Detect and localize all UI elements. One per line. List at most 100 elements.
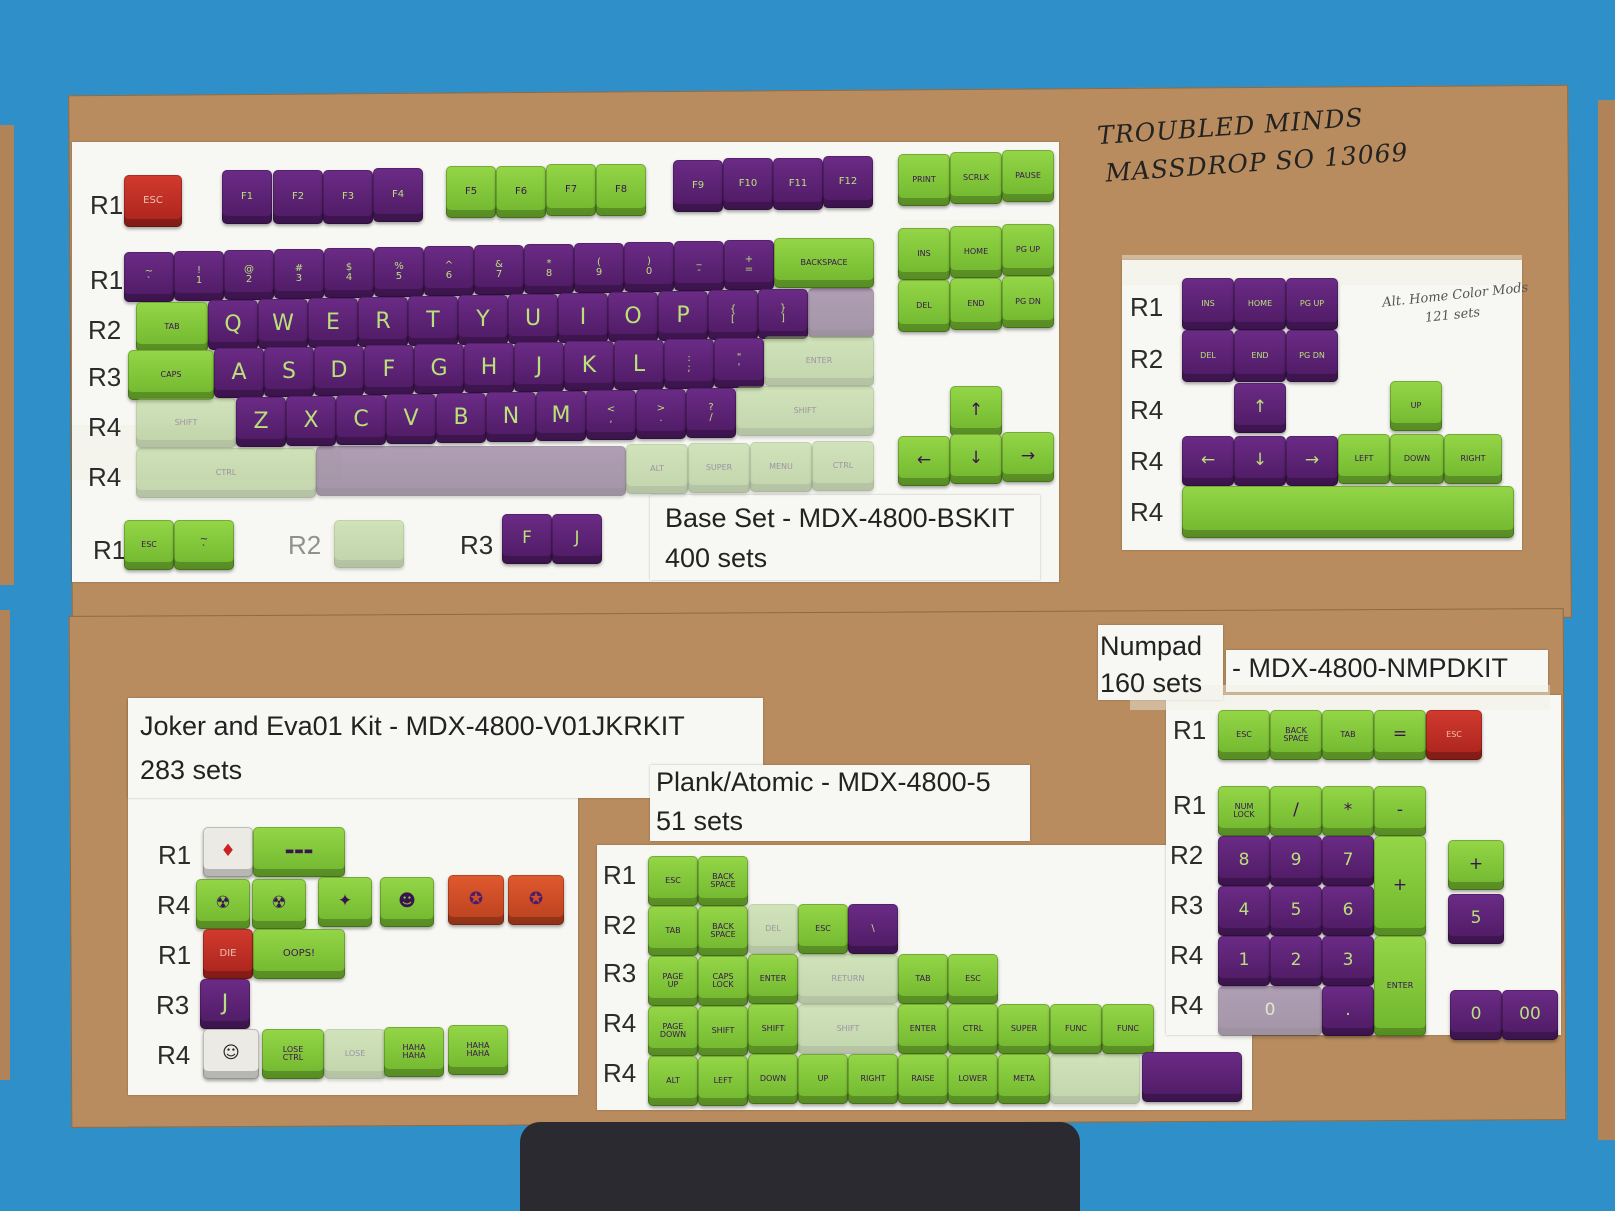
keycap-plank-esc-3: ESC	[948, 954, 998, 1004]
keycap-plank-ctrl: CTRL	[948, 1004, 998, 1054]
keycap-f11: F11	[773, 158, 823, 210]
keycap-k: K	[564, 341, 614, 391]
keycap-f7: F7	[546, 164, 596, 216]
keycap-m: M	[536, 391, 586, 441]
row-label: R1	[1173, 715, 1207, 745]
tape	[1130, 685, 1550, 710]
keycap-4: $ 4	[324, 248, 374, 298]
keycap-pgup-alt: PG UP	[1286, 278, 1338, 330]
keycap-7: & 7	[474, 245, 524, 295]
keycap-arrow-right: →	[1002, 432, 1054, 482]
keycap-del: DEL	[898, 280, 950, 332]
hazard-icon: ☢	[271, 893, 287, 914]
keycap-lbracket: { [	[708, 290, 758, 340]
keycap-r: R	[358, 297, 408, 347]
keycap-up-text: UP	[1390, 381, 1442, 431]
keycap-d: D	[314, 346, 364, 396]
tape	[330, 525, 405, 570]
keycap-f3: F3	[323, 170, 373, 224]
keycap-q: Q	[208, 300, 258, 350]
keycap-oops: OOPS!	[253, 929, 345, 979]
keycap-arrow-right-alt: →	[1286, 436, 1338, 486]
keycap-plank-return: RETURN	[798, 954, 898, 1004]
numpad-count: 160 sets	[1100, 668, 1203, 698]
keycap-plank-func-2: FUNC	[1102, 1004, 1154, 1054]
keycap-ins: INS	[898, 228, 950, 280]
keycap-plank-func: FUNC	[1050, 1004, 1102, 1054]
keycap-numpad-1: 1	[1218, 936, 1270, 986]
keycap-w: W	[258, 299, 308, 349]
keycap-8: * 8	[524, 244, 574, 294]
keycap-rshift-faded: SHIFT	[736, 386, 874, 436]
row-label: R1	[90, 190, 124, 220]
paper-plank-label	[650, 765, 1030, 841]
keycap-plank-alt: ALT	[648, 1056, 698, 1106]
keycap-plank-capslock: CAPS LOCK	[698, 956, 748, 1006]
keycap-r2-faded	[334, 520, 404, 568]
keycap-plank-lower: LOWER	[948, 1054, 998, 1104]
keycap-right-text: RIGHT	[1444, 434, 1502, 484]
keycap-v: V	[386, 394, 436, 444]
row-label: R4	[1130, 497, 1164, 527]
keycap-f8: F8	[596, 164, 646, 216]
row-label: R4	[1170, 990, 1204, 1020]
keycap-plank-pagedown: PAGE DOWN	[648, 1006, 698, 1056]
keycap-t: T	[408, 296, 458, 346]
keycap-plank-backspace: BACK SPACE	[698, 856, 748, 906]
keycap-numpad-tab: TAB	[1322, 710, 1374, 760]
keycap-print: PRINT	[898, 154, 950, 206]
keycap-arrow-left: ←	[898, 436, 950, 486]
row-label: R3	[460, 530, 494, 560]
cardboard-edge-left-bottom	[0, 610, 10, 1080]
keycap-6: ^ 6	[424, 246, 474, 296]
keycap-backslash-faded	[808, 288, 874, 338]
keycap-1: ! 1	[174, 251, 224, 301]
keycap-plank-esc-2: ESC	[798, 904, 848, 954]
row-label: R1	[1173, 790, 1207, 820]
row-label: R2	[88, 315, 122, 345]
row-label: R1	[603, 860, 637, 890]
keycap-rbracket: } ]	[758, 289, 808, 339]
keycap-eva-knife: ▬▬▬	[253, 827, 345, 877]
keycap-tilde-alt: ~ `	[174, 520, 234, 570]
keycap-tilde: ~ `	[124, 252, 174, 302]
keycap-s: S	[264, 347, 314, 397]
base-set-name: Base Set - MDX-4800-BSKIT	[665, 503, 1015, 533]
keycap-plank-shift-2: SHIFT	[748, 1004, 798, 1054]
row-label: R4	[603, 1008, 637, 1038]
keycap-die: DIE	[203, 929, 253, 979]
keycap-j: J	[514, 342, 564, 392]
keycap-ralt-faded: ALT	[626, 444, 688, 494]
keycap-nerv-1: ✪	[448, 875, 504, 925]
base-set-count: 400 sets	[665, 543, 768, 573]
keycap-numpad-enter-tall: ENTER	[1374, 936, 1426, 1036]
keycap-plank-meta: META	[998, 1054, 1050, 1104]
keycap-j-homing: J	[552, 514, 602, 564]
skull-icon: ☻	[398, 891, 416, 912]
keycap-numlock: NUM LOCK	[1218, 786, 1270, 836]
keycap-plank-tab: TAB	[648, 906, 698, 956]
keycap-plank-shift-wide: SHIFT	[798, 1004, 898, 1054]
keycap-eva-angel: ✦	[318, 877, 372, 927]
keycap-c: C	[336, 395, 386, 445]
keycap-lctrl-faded: CTRL	[136, 448, 316, 498]
nerv-icon: ✪	[528, 889, 544, 910]
keycap-numpad-3: 3	[1322, 936, 1374, 986]
keycap-numpad-multiply: *	[1322, 786, 1374, 836]
keycap-l: L	[614, 340, 664, 390]
keycap-haha-1: HAHA HAHA	[384, 1027, 444, 1077]
keycap-plank-space-purple	[1142, 1052, 1242, 1102]
eva-emblem-icon: ♦	[220, 841, 236, 862]
keycap-joker-face: ☺	[203, 1029, 259, 1079]
keycap-down-text: DOWN	[1390, 434, 1444, 484]
keycap-numpad-divide: /	[1270, 786, 1322, 836]
keycap-3: # 3	[274, 249, 324, 299]
keycap-numpad-plus-tall: +	[1374, 836, 1426, 936]
keycap-i: I	[558, 293, 608, 343]
keycap-pgdn-alt: PG DN	[1286, 330, 1338, 382]
keycap-spacebar-green	[1182, 486, 1514, 538]
keycap-ins-alt: INS	[1182, 278, 1234, 330]
cardboard-edge-left-top	[0, 125, 14, 585]
keycap-numpad-5-alt: 5	[1448, 894, 1504, 944]
keycap-plank-pageup: PAGE UP	[648, 956, 698, 1006]
